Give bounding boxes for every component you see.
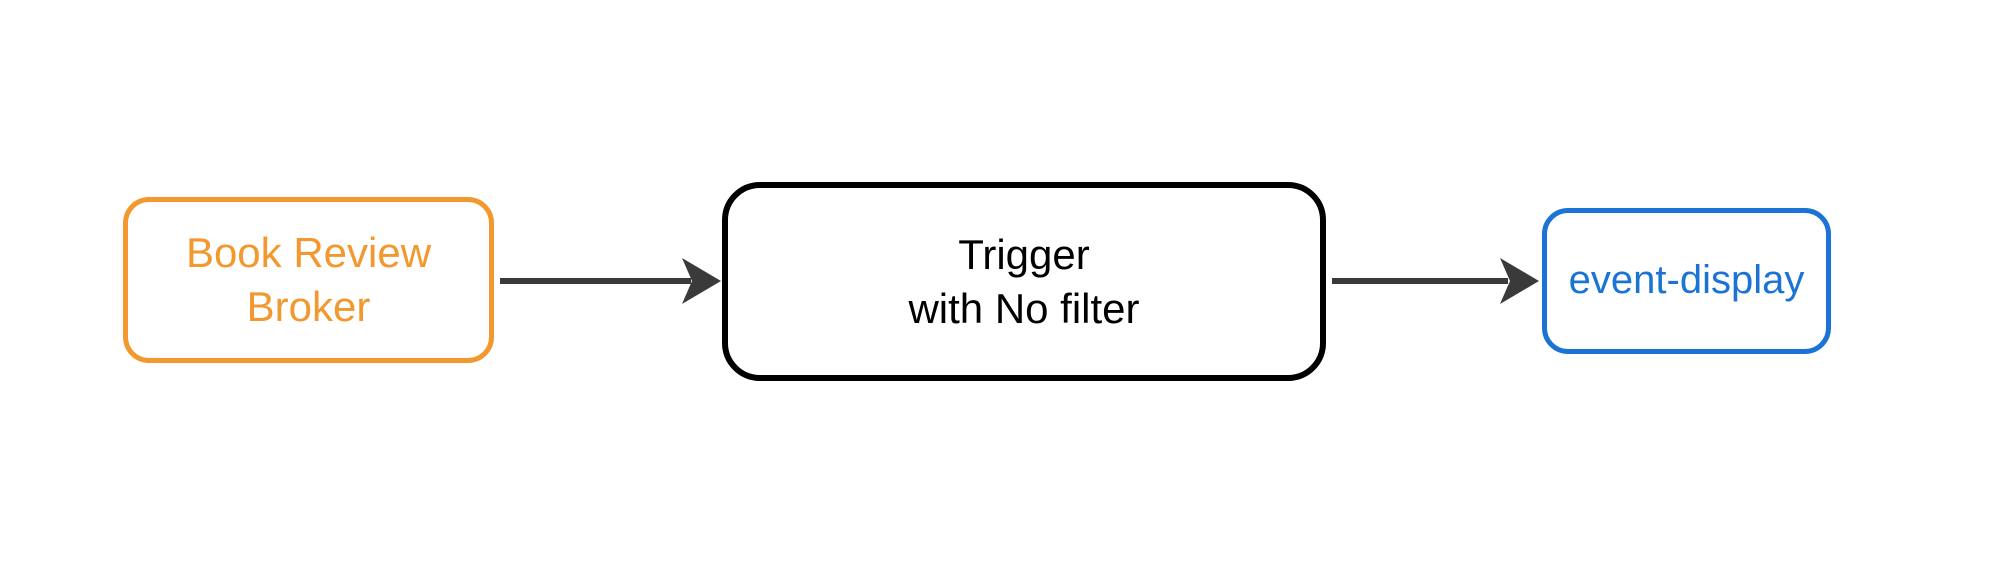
node-trigger-with-no-filter: Trigger with No filter [722,182,1326,381]
node-event-display: event-display [1542,208,1831,354]
node-label-line: Broker [246,283,371,330]
node-book-review-broker: Book Review Broker [123,197,494,363]
arrow-trigger-to-event-display [1332,258,1539,304]
arrowhead-icon [682,258,721,304]
node-label-line: event-display [1568,258,1805,303]
node-label-line: Trigger [958,230,1090,278]
arrow-broker-to-trigger [500,258,721,304]
node-label-line: with No filter [908,284,1140,332]
node-label-line: Book Review [185,229,432,277]
arrowhead-icon [1500,258,1539,304]
